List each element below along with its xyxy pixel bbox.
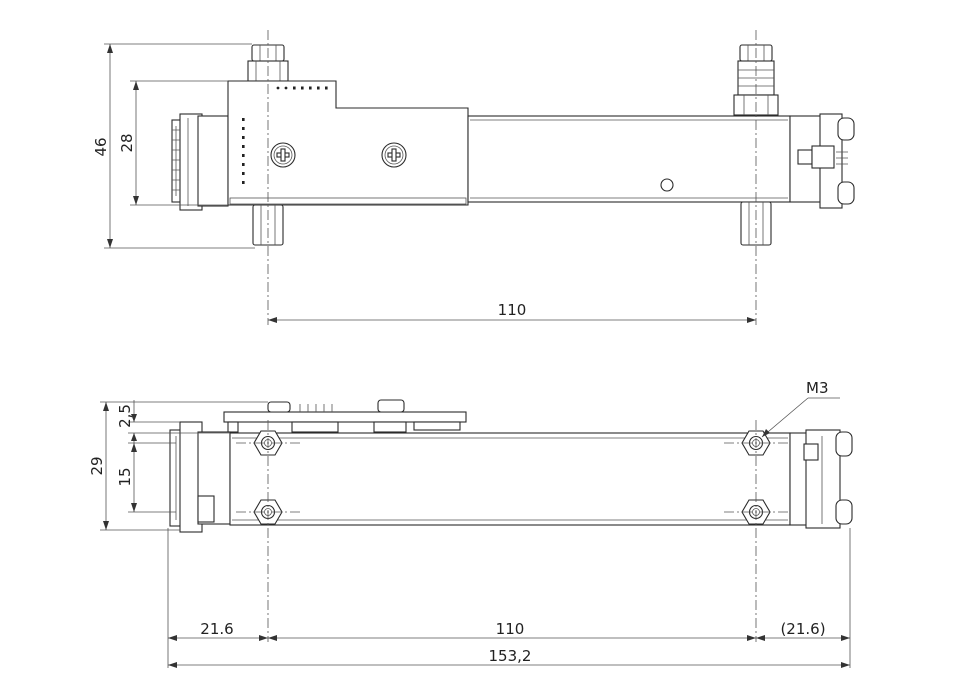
dimension-right-offset	[756, 635, 850, 641]
dimension-height-side	[100, 401, 268, 531]
left-end-side	[169, 421, 231, 533]
pcb-pin-dots	[242, 86, 328, 184]
dimension-port-spacing	[268, 317, 756, 323]
pcb-board-side	[223, 399, 467, 433]
pcb-board-top	[227, 80, 469, 206]
phillips-screw-icon	[381, 142, 407, 168]
main-body-top	[467, 115, 791, 203]
thread-callout-label: M3	[806, 379, 829, 397]
dim-21-6-left-label: 21.6	[200, 620, 233, 638]
dimension-top-offset	[128, 400, 230, 443]
dim-46-label: 46	[92, 137, 110, 156]
dimension-left-offset	[168, 635, 268, 641]
dim-110-top-label: 110	[498, 301, 527, 319]
right-end-side	[789, 429, 853, 529]
dim-110-side-label: 110	[496, 620, 525, 638]
dim-153-2-label: 153,2	[489, 647, 532, 665]
dim-29-label: 29	[88, 456, 106, 475]
dimension-overall-length	[168, 662, 850, 668]
dimension-hole-spacing-vertical	[128, 442, 176, 513]
dimension-height-body	[130, 80, 228, 206]
main-body-side	[229, 432, 791, 526]
right-end-connector	[789, 113, 855, 209]
body-hole	[660, 178, 674, 192]
dim-28-label: 28	[118, 133, 136, 152]
left-end-connector	[171, 113, 229, 211]
side-view: M3 29 2,5 15	[88, 379, 853, 668]
dim-2-5-label: 2,5	[116, 404, 134, 428]
phillips-screw-icon	[270, 142, 296, 168]
dim-21-6-right-label: (21.6)	[780, 620, 825, 638]
dimension-hole-spacing-horizontal	[268, 635, 756, 641]
dimension-height-total	[104, 43, 255, 249]
top-view: 46 28 110	[92, 30, 855, 325]
dim-15-label: 15	[116, 467, 134, 486]
thread-callout-leader	[761, 397, 840, 438]
